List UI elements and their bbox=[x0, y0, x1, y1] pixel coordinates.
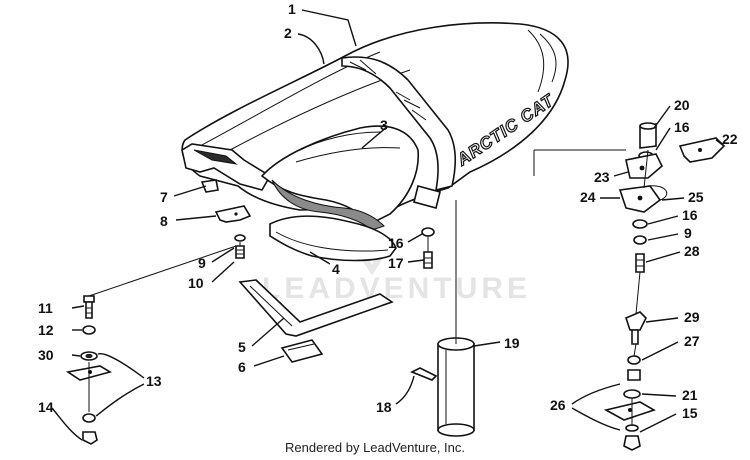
callout-16-upper-right: 16 bbox=[674, 119, 690, 135]
callout-labels: 1 2 3 4 5 6 7 8 9 10 11 12 30 13 14 16 1… bbox=[38, 1, 738, 421]
hinge-bracket bbox=[238, 279, 394, 337]
callout-14: 14 bbox=[38, 399, 54, 415]
callout-20: 20 bbox=[674, 97, 690, 113]
callout-1: 1 bbox=[288, 1, 296, 17]
watermark-text: LEADVENTURE bbox=[262, 272, 531, 305]
seat-foam-pocket bbox=[260, 125, 420, 225]
seat-assembly: ARCTIC CAT bbox=[181, 22, 569, 262]
callout-15: 15 bbox=[682, 405, 698, 421]
bumper-pad bbox=[280, 339, 324, 363]
callout-2: 2 bbox=[284, 25, 292, 41]
callout-16-center: 16 bbox=[388, 235, 404, 251]
callout-24: 24 bbox=[580, 189, 596, 205]
leader-lines bbox=[51, 9, 725, 441]
callout-12: 12 bbox=[38, 322, 54, 338]
callout-4: 4 bbox=[332, 261, 340, 277]
support-pole bbox=[410, 337, 475, 437]
callout-19: 19 bbox=[504, 335, 520, 351]
callout-17: 17 bbox=[388, 255, 404, 271]
callout-16-lower-right: 16 bbox=[682, 207, 698, 223]
seat-strap bbox=[341, 56, 457, 192]
callout-9-left: 9 bbox=[198, 255, 206, 271]
latch-hardware bbox=[603, 122, 726, 451]
callout-27: 27 bbox=[684, 333, 700, 349]
seat-base-pan bbox=[269, 215, 397, 262]
callout-6: 6 bbox=[238, 359, 246, 375]
callout-26: 26 bbox=[550, 397, 566, 413]
mounting-bracket bbox=[214, 205, 252, 223]
callout-25: 25 bbox=[688, 189, 704, 205]
callout-8: 8 bbox=[160, 213, 168, 229]
callout-30: 30 bbox=[38, 347, 54, 363]
left-hardware-stack bbox=[65, 234, 246, 445]
render-credit: Rendered by LeadVenture, Inc. bbox=[285, 440, 465, 455]
callout-21: 21 bbox=[682, 387, 698, 403]
callout-29: 29 bbox=[684, 309, 700, 325]
callout-3: 3 bbox=[380, 117, 388, 133]
callout-23: 23 bbox=[594, 169, 610, 185]
callout-9-right: 9 bbox=[684, 225, 692, 241]
callout-22: 22 bbox=[722, 131, 738, 147]
callout-10: 10 bbox=[188, 275, 204, 291]
callout-7: 7 bbox=[160, 189, 168, 205]
callout-18: 18 bbox=[376, 399, 392, 415]
callout-13: 13 bbox=[146, 373, 162, 389]
callout-11: 11 bbox=[38, 300, 53, 316]
callout-5: 5 bbox=[238, 339, 246, 355]
callout-28: 28 bbox=[684, 243, 700, 259]
